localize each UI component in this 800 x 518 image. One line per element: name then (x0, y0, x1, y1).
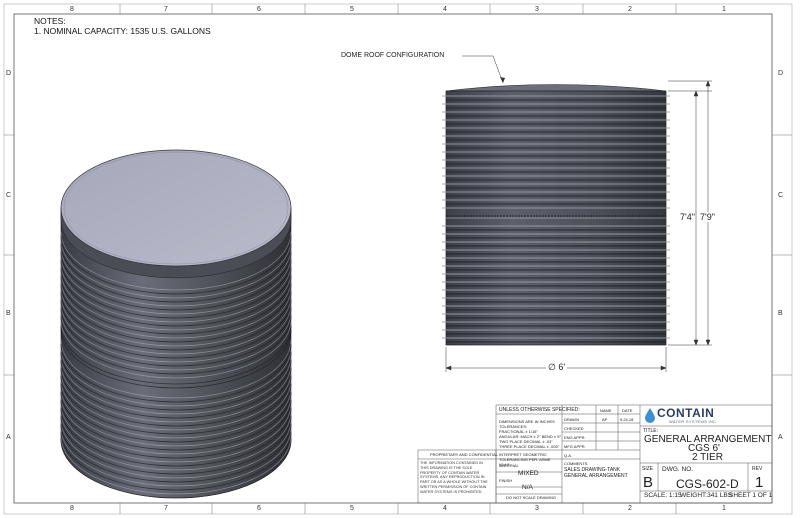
date-header: DATE (622, 408, 633, 413)
dim-height-inner: 7'4" (680, 212, 695, 222)
tolerance-line-4: ANGULAR: MACH ± 2° BEND ± 5° (499, 434, 562, 439)
zone-top-5: 5 (350, 6, 354, 13)
zone-left-a: A (6, 434, 11, 441)
finish-label: FINISH (499, 478, 513, 483)
tolerance-line-3: FRACTIONAL ± 1/16" (499, 429, 538, 434)
zone-bottom-1: 1 (722, 505, 726, 512)
zone-bottom-5: 5 (350, 505, 354, 512)
callout-dome-roof: DOME ROOF CONFIGURATION (341, 52, 445, 59)
size-label: SIZE (642, 466, 654, 472)
zone-left-d: D (6, 70, 12, 77)
zone-top-6: 6 (257, 6, 261, 13)
dwg-no-value: CGS-602-D (676, 477, 739, 491)
do-not-scale: DO NOT SCALE DRAWING (506, 495, 557, 500)
tolerance-line-5: TWO PLACE DECIMAL ± .03" (499, 439, 553, 444)
scale-value: SCALE: 1:15 (644, 492, 682, 499)
drawn-name: AP (602, 417, 608, 422)
material-label: MATERIAL (499, 463, 519, 468)
zone-bottom-3: 3 (535, 505, 539, 512)
zone-top-2: 2 (628, 6, 632, 13)
tolerance-line-2: TOLERANCES: (499, 424, 528, 429)
zone-left-c: C (6, 192, 12, 199)
zone-top-8: 8 (70, 6, 74, 13)
dwg-no-label: DWG. NO. (662, 466, 694, 473)
comments-line-1: SALES DRAWING-TANK (564, 467, 621, 473)
company-logo-name: CONTAIN (657, 406, 715, 420)
title-line-2: CGS 6' (688, 443, 720, 454)
zone-bottom-8: 8 (70, 505, 74, 512)
zone-right-a: A (778, 434, 783, 441)
tolerance-line-6: THREE PLACE DECIMAL ± .005" (499, 444, 560, 449)
zone-top-7: 7 (164, 6, 168, 13)
title-label: TITLE: (643, 428, 659, 434)
size-value: B (643, 474, 654, 491)
finish-value: N/A (522, 484, 533, 491)
zone-top-1: 1 (722, 6, 726, 13)
eng-appr-label: ENG APPR. (564, 435, 586, 440)
zone-top-4: 4 (443, 6, 447, 13)
water-drop-icon (645, 408, 655, 423)
name-header: NAME (600, 408, 612, 413)
drawn-label: DRAWN (564, 417, 579, 422)
zone-right-b: B (778, 310, 783, 317)
rev-label: REV (752, 466, 763, 472)
zone-right-d: D (778, 70, 784, 77)
checked-label: CHECKED (564, 426, 584, 431)
dim-diameter: ∅ 6' (546, 362, 568, 372)
zone-bottom-7: 7 (164, 505, 168, 512)
proprietary-title: PROPRIETARY AND CONFIDENTIAL (430, 452, 499, 457)
material-value: MIXED (518, 470, 539, 477)
comments-label: COMMENTS: (564, 461, 589, 466)
interpret-tolerancing: INTERPRET GEOMETRIC TOLERANCING PER: ASM… (499, 452, 551, 467)
title-line-3: 2 TIER (692, 452, 723, 463)
mfg-appr-label: MFG APPR. (564, 444, 586, 449)
notes-title: NOTES: (34, 16, 66, 26)
dim-height-outer: 7'9" (700, 212, 715, 222)
zone-bottom-4: 4 (443, 505, 447, 512)
zone-bottom-2: 2 (628, 505, 632, 512)
zone-bottom-6: 6 (257, 505, 261, 512)
rev-value: 1 (755, 474, 764, 491)
unless-specified: UNLESS OTHERWISE SPECIFIED: (499, 407, 580, 413)
comments-line-2: GENERAL ARRANGEMENT (564, 473, 628, 479)
qa-label: Q.A. (564, 453, 573, 458)
notes-capacity: 1. NOMINAL CAPACITY: 1535 U.S. GALLONS (34, 26, 211, 36)
notes-block: NOTES: 1. NOMINAL CAPACITY: 1535 U.S. GA… (34, 16, 211, 36)
zone-top-3: 3 (535, 6, 539, 13)
sheet-value: SHEET 1 OF 1 (729, 492, 773, 499)
zone-left-b: B (6, 310, 11, 317)
weight-value: WEIGHT:341 LBS (680, 492, 733, 499)
tolerance-line-1: DIMENSIONS ARE IN INCHES (499, 419, 555, 424)
zone-right-c: C (778, 192, 784, 199)
company-logo-subtitle: WATER SYSTEMS INC (669, 419, 717, 424)
title-line-1: GENERAL ARRANGEMENT (644, 434, 772, 445)
drawn-date: 9.24.18 (620, 417, 634, 422)
proprietary-text: THE INFORMATION CONTAINED IN THIS DRAWIN… (420, 461, 488, 494)
title-block: UNLESS OTHERWISE SPECIFIED: NAME DATE DI… (496, 405, 773, 500)
